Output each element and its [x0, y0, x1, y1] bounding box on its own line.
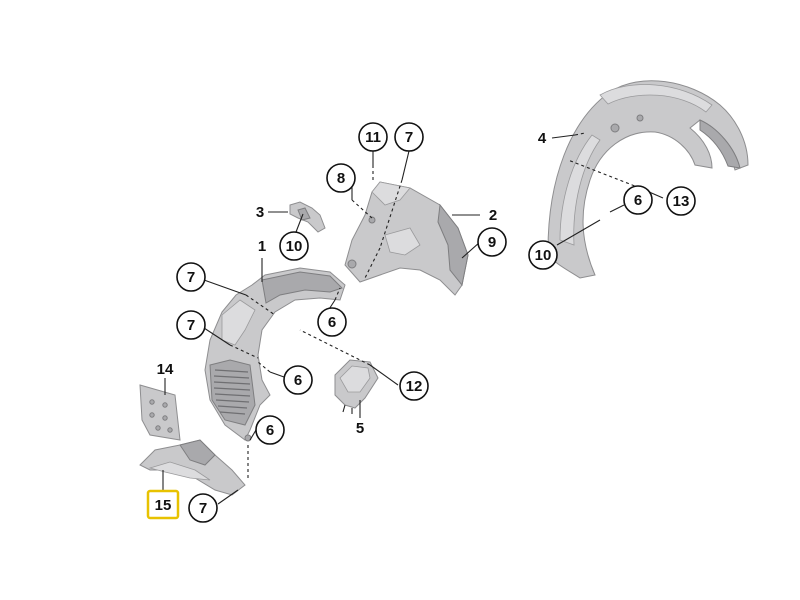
callout-5[interactable]: 5	[356, 420, 364, 437]
callout-3[interactable]: 3	[256, 204, 264, 221]
callout-6-low[interactable]: 6	[255, 415, 285, 445]
callout-6-mid2-label: 6	[294, 372, 302, 389]
callout-1-label: 1	[258, 238, 266, 255]
part-4-rear-wheel-arch-liner	[547, 80, 749, 279]
callout-1[interactable]: 1	[258, 238, 266, 255]
callout-6-mid1-label: 6	[328, 314, 336, 331]
callout-13-label: 13	[673, 193, 690, 210]
part-14-plate	[139, 384, 181, 441]
callout-7-mid2-label: 7	[187, 317, 195, 334]
callout-7-mid1-label: 7	[187, 269, 195, 286]
callout-15-label: 15	[155, 497, 172, 514]
part-5-cover	[334, 359, 379, 414]
callout-12[interactable]: 12	[399, 371, 429, 401]
callout-14-label: 14	[157, 361, 174, 378]
callout-9-label: 9	[488, 234, 496, 251]
callout-9[interactable]: 9	[477, 227, 507, 257]
callout-12-label: 12	[406, 378, 423, 395]
callout-3-label: 3	[256, 204, 264, 221]
callout-2[interactable]: 2	[489, 207, 497, 224]
callout-10-right[interactable]: 10	[528, 240, 558, 270]
callout-7-top-label: 7	[405, 129, 413, 146]
callout-8[interactable]: 8	[326, 163, 356, 193]
callout-11-label: 11	[365, 129, 381, 146]
callout-4-label: 4	[538, 130, 547, 147]
callout-10-right-label: 10	[535, 247, 552, 264]
callout-15-highlighted[interactable]: 15	[146, 489, 180, 520]
callout-5-label: 5	[356, 420, 364, 437]
callout-6-right-label: 6	[634, 192, 642, 209]
callout-6-mid2[interactable]: 6	[283, 365, 313, 395]
callout-7-mid1[interactable]: 7	[176, 262, 206, 292]
callout-13[interactable]: 13	[666, 186, 696, 216]
callout-2-label: 2	[489, 207, 497, 224]
callout-14[interactable]: 14	[157, 361, 174, 378]
callout-7-low-label: 7	[199, 500, 207, 517]
callout-6-right[interactable]: 6	[623, 185, 653, 215]
callout-7-low[interactable]: 7	[188, 493, 218, 523]
callout-10-left[interactable]: 10	[279, 231, 309, 261]
callout-7-mid2[interactable]: 7	[176, 310, 206, 340]
callout-10-left-label: 10	[286, 238, 303, 255]
callout-6-mid1[interactable]: 6	[317, 307, 347, 337]
part-15-lower-deflector	[139, 439, 246, 496]
part-2-front-upper-liner	[344, 181, 469, 296]
callout-4[interactable]: 4	[538, 130, 547, 147]
part-3-bracket	[289, 201, 326, 233]
callout-6-low-label: 6	[266, 422, 274, 439]
vent-grille	[213, 369, 251, 415]
callout-11[interactable]: 11	[358, 122, 388, 152]
callout-7-top[interactable]: 7	[394, 122, 424, 152]
part-1-front-lower-liner	[204, 267, 346, 442]
callout-8-label: 8	[337, 170, 345, 187]
